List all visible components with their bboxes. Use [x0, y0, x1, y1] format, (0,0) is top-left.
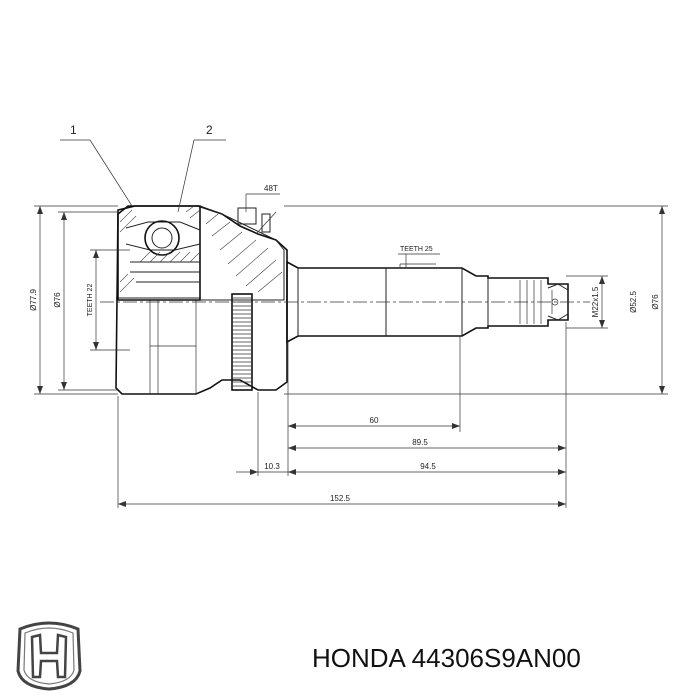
dim-len-895: 89.5 — [412, 438, 428, 447]
dim-d525: Ø52.5 — [629, 291, 638, 313]
right-diameter-dims: M22x1.5 Ø52.5 Ø76 — [284, 205, 668, 395]
inner-race-section — [117, 205, 285, 301]
dim-len-103: 10.3 — [264, 462, 280, 471]
part-title: HONDA 44306S9AN00 — [312, 643, 581, 673]
part-leaders: 1 2 — [60, 123, 226, 213]
honda-h-logo-icon — [16, 621, 82, 691]
dim-len-1525: 152.5 — [330, 494, 351, 503]
dim-d76-left: Ø76 — [53, 292, 62, 308]
length-dims: 60 89.5 10.3 94.5 152.5 — [117, 322, 567, 508]
left-diameter-dims: Ø77.9 Ø76 TEETH 22 — [29, 205, 130, 395]
dim-thread: M22x1.5 — [591, 286, 600, 317]
abs-teeth-callout: 48T — [245, 184, 280, 212]
teeth-inner-label: TEETH 22 — [87, 284, 94, 317]
teeth-outer-callout: TEETH 25 — [398, 246, 440, 268]
teeth-outer-label: TEETH 25 — [400, 246, 433, 253]
part-label-2: 2 — [206, 123, 213, 137]
dim-d76-right: Ø76 — [651, 294, 660, 310]
part-label-1: 1 — [70, 123, 77, 137]
abs-teeth-label: 48T — [264, 184, 278, 193]
abs-ring — [231, 293, 253, 391]
dim-len-945: 94.5 — [420, 462, 436, 471]
dim-len-60: 60 — [370, 416, 379, 425]
dim-d779: Ø77.9 — [29, 289, 38, 311]
